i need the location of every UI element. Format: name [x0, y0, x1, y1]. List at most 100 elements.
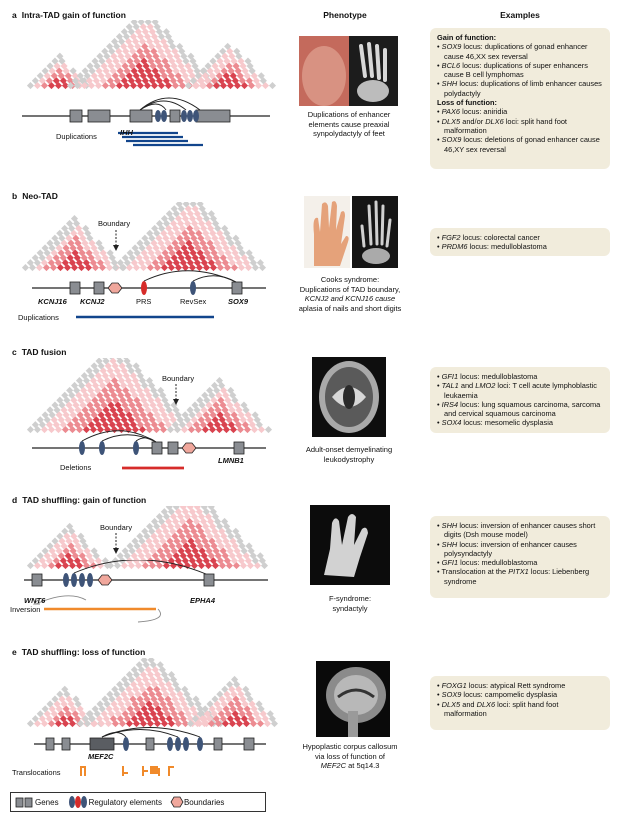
tad-pixel — [56, 229, 64, 237]
tad-pixel — [227, 386, 235, 394]
tad-pixel — [182, 202, 190, 208]
gene-label-wnt6: WNT6 — [24, 596, 46, 605]
tad-pixel — [226, 680, 234, 688]
tad-pixel — [41, 705, 49, 713]
tad-pixel — [165, 506, 173, 511]
tad-pixel — [111, 557, 119, 565]
tad-pixel — [91, 57, 99, 65]
gene-label-epha4: EPHA4 — [190, 596, 216, 605]
tad-pixel — [136, 239, 144, 247]
tad-pixel — [233, 47, 241, 55]
phenotype-photo-a — [299, 36, 398, 106]
tad-pixel — [31, 557, 39, 565]
tad-pixel — [216, 690, 224, 698]
tad-pixel — [31, 715, 39, 723]
tad-pixel — [90, 362, 98, 370]
examples-box-d: SHH locus: inversion of enhancer causes … — [430, 516, 610, 598]
tad-pixel — [172, 506, 180, 511]
legend-regulatory: Regulatory elements — [88, 797, 162, 807]
locus-track-e — [34, 727, 266, 776]
tad-heatmap-c — [18, 358, 278, 434]
locus-track-c — [32, 430, 266, 470]
tad-heatmap-b — [18, 202, 278, 272]
tad-pixel — [184, 82, 193, 90]
gene-label-sox9: SOX9 — [228, 297, 249, 306]
tad-pixel — [209, 57, 217, 65]
tad-pixel — [207, 506, 215, 511]
tad-pixel — [137, 20, 145, 26]
tad-pixel — [165, 210, 173, 218]
examples-box-e: FOXG1 locus: atypical Rett syndrome SOX9… — [430, 676, 610, 730]
tad-pixel — [136, 532, 144, 540]
tad-pixel — [132, 362, 140, 370]
tad-pixel — [181, 411, 189, 419]
tad-pixel — [140, 658, 148, 664]
tad-heatmap-d — [18, 506, 278, 570]
boundary-label-d: Boundary — [100, 523, 133, 532]
tad-pixel — [86, 62, 94, 70]
tad-pixel — [244, 57, 252, 65]
tad-pixel — [96, 52, 104, 60]
tad-pixel — [144, 20, 152, 26]
locus-track-a — [22, 97, 270, 147]
tad-pixel — [41, 547, 49, 555]
tad-pixel — [214, 52, 222, 60]
tad-pixel — [207, 210, 215, 218]
boundary-arrow-c — [173, 384, 179, 405]
phenotype-header: Phenotype — [323, 10, 367, 20]
tad-pixel — [151, 224, 159, 232]
phenotype-photo-c — [312, 357, 386, 437]
tad-pixel — [130, 20, 138, 26]
tad-pixel — [187, 52, 195, 60]
tad-pixel — [116, 680, 124, 688]
tad-pixel — [189, 202, 197, 208]
examples-box-a: Gain of function: SOX9 locus: duplicatio… — [430, 28, 610, 169]
tad-pixel — [224, 42, 232, 50]
boundary-label-c: Boundary — [162, 374, 195, 383]
tad-pixel — [206, 386, 214, 394]
tad-pixel — [176, 42, 184, 50]
track-label-duplications-b: Duplications — [18, 313, 59, 322]
tad-pixel — [111, 37, 119, 46]
track-label-inversion-d: Inversion — [10, 605, 41, 614]
tad-pixel — [120, 28, 128, 36]
gene-label-kcnj16: KCNJ16 — [38, 297, 67, 306]
phenotype-caption-d: F-syndrome:syndactyly — [328, 594, 372, 613]
element-label-revsex: RevSex — [180, 297, 207, 306]
tad-pixel — [251, 411, 259, 419]
locus-track-d — [24, 560, 268, 623]
boundary-arrow-b — [113, 230, 119, 251]
gene-label-ihh: IHH — [120, 128, 133, 137]
tad-pixel — [66, 219, 74, 228]
tad-pixel — [56, 532, 64, 540]
tad-pixel — [151, 20, 159, 26]
tad-pixel — [199, 67, 207, 75]
tad-pixel — [146, 522, 154, 530]
legend: Genes Regulatory elements Boundaries — [10, 792, 266, 812]
gene-label-kcnj2: KCNJ2 — [80, 297, 105, 306]
examples-header: Examples — [500, 10, 540, 20]
locus-track-b — [32, 270, 266, 319]
tad-pixel — [81, 67, 89, 75]
gene-label-mef2c: MEF2C — [88, 752, 114, 761]
examples-box-c: GFI1 locus: medulloblastoma TAL1 and LMO… — [430, 367, 610, 433]
tad-pixel — [121, 547, 129, 555]
tad-heatmap-a — [18, 20, 278, 90]
tad-pixel — [196, 202, 204, 208]
tad-pixel — [268, 82, 277, 90]
tad-pixel — [81, 715, 89, 723]
tad-pixel — [66, 522, 74, 530]
tad-pixel — [71, 77, 79, 85]
gene-legend-icon — [15, 797, 33, 808]
tad-pixel — [51, 57, 59, 65]
gene-label-lmnb1: LMNB1 — [218, 456, 244, 465]
tad-pixel — [232, 234, 240, 242]
boundary-legend-icon — [170, 796, 184, 808]
phenotype-photo-b — [304, 196, 398, 268]
tad-pixel — [106, 42, 114, 50]
tad-pixel — [36, 72, 44, 80]
